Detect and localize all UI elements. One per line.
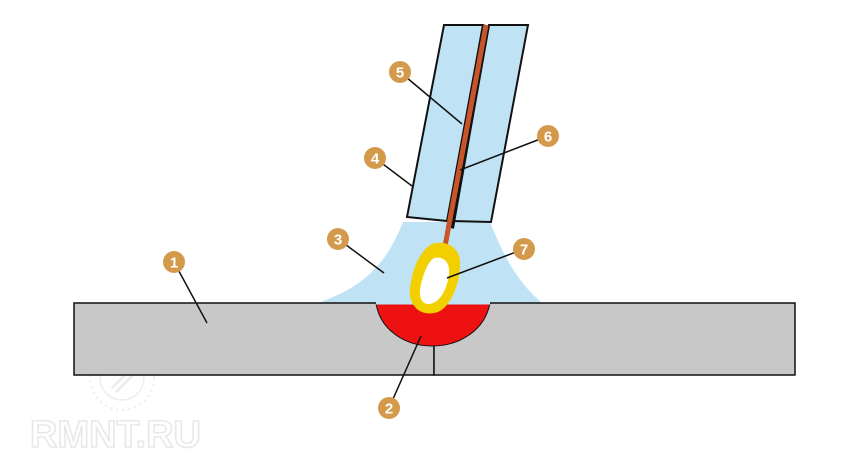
- arc-inner: [419, 257, 450, 305]
- leader-line-2: [388, 335, 422, 409]
- marker-4: 4: [364, 147, 386, 169]
- nozzle-left-wall: [405, 24, 485, 223]
- leader-line-5: [399, 71, 463, 125]
- marker-1-label: 1: [170, 255, 178, 272]
- watermark-text: RMNT.RU: [30, 414, 201, 456]
- marker-5-label: 5: [396, 65, 404, 82]
- marker-7-label: 7: [520, 242, 528, 259]
- marker-1: 1: [163, 251, 185, 273]
- base-metal-plate-right: [433, 302, 796, 376]
- electrode-wire: [438, 24, 489, 269]
- marker-3: 3: [327, 228, 349, 250]
- marker-2-label: 2: [385, 401, 393, 418]
- marker-6: 6: [537, 125, 559, 147]
- marker-6-label: 6: [544, 129, 552, 146]
- leader-line-7: [446, 248, 525, 279]
- marker-7: 7: [513, 238, 535, 260]
- marker-4-label: 4: [371, 151, 380, 168]
- leader-line-1: [173, 261, 208, 324]
- marker-2: 2: [378, 397, 400, 419]
- weld-pool: [375, 302, 491, 347]
- marker-3-label: 3: [334, 232, 342, 249]
- base-metal-plate-left: [73, 302, 435, 376]
- marker-5: 5: [389, 61, 411, 83]
- leader-line-6: [459, 135, 549, 171]
- watermark: RMNT.RU: [29, 345, 202, 457]
